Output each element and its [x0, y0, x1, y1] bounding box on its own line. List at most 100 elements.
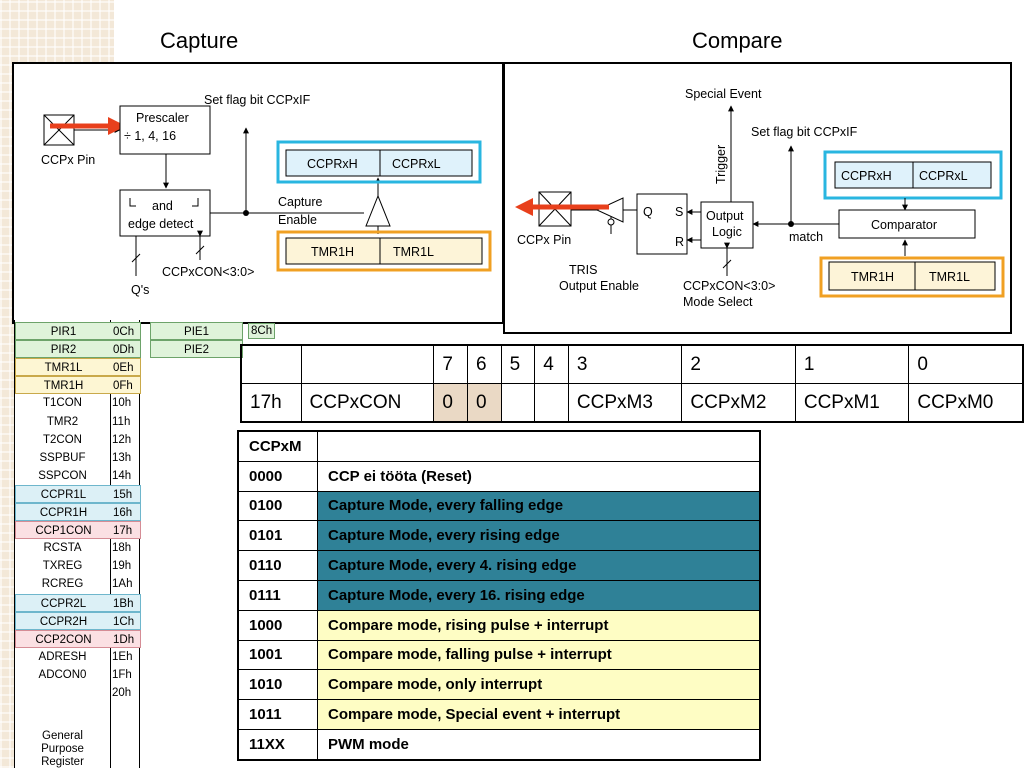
- register-row: CCP2CON 1Dh: [15, 629, 141, 648]
- compare-tmr1l: TMR1L: [929, 270, 970, 284]
- register-name: CCPR1H: [39, 507, 88, 519]
- bit-header-cell: 4: [534, 344, 569, 384]
- prescaler-ratio: ÷ 1, 4, 16: [124, 129, 176, 143]
- register-name: PIR1: [50, 326, 77, 338]
- pie1-address: 8Ch: [248, 323, 276, 339]
- qs-label: Q's: [131, 283, 149, 297]
- tris-label-1: TRIS: [569, 263, 597, 277]
- register-address: 11h: [112, 415, 131, 428]
- register-row: TMR2 11h: [15, 413, 141, 431]
- register-name: PIR2: [50, 344, 77, 357]
- register-address: 1Ah: [112, 578, 133, 591]
- register-name: CCPR1L: [40, 488, 87, 501]
- capture-set-flag-label: Set flag bit CCPxIF: [204, 93, 311, 107]
- register-row: RCREG 1Ah: [15, 575, 141, 593]
- compare-ccprxh: CCPRxH: [841, 169, 892, 183]
- register-address: 20h: [112, 687, 132, 699]
- register-address: 1Dh: [113, 633, 135, 646]
- mode-description: Compare mode, only interrupt: [317, 669, 761, 701]
- register-address: 0Dh: [113, 344, 135, 357]
- mode-code: 1001: [237, 639, 318, 671]
- pie1-register: PIE1: [150, 322, 243, 340]
- bit-value-cell: [534, 383, 569, 423]
- mode-description: CCP ei tööta (Reset): [317, 460, 761, 492]
- mode-description: Capture Mode, every falling edge: [317, 490, 761, 522]
- mode-header-code: CCPxM: [237, 430, 318, 462]
- bit-header-cell: 3: [567, 344, 683, 384]
- tris-label-2: Output Enable: [559, 279, 639, 293]
- bit-value-cell: CCPxM2: [681, 383, 796, 423]
- capture-tmr1l: TMR1L: [393, 245, 434, 259]
- edge-detect-label: edge detect: [128, 217, 194, 231]
- register-address: 13h: [112, 451, 132, 464]
- register-address: 1Eh: [112, 650, 133, 663]
- register-name: T1CON: [43, 397, 82, 410]
- output-logic-block: [700, 201, 754, 249]
- register-row: CCPR2H 1Ch: [15, 611, 141, 630]
- special-event-label: Special Event: [685, 87, 762, 101]
- mode-description: Capture Mode, every 16. rising edge: [317, 579, 761, 611]
- mode-code: 1010: [237, 669, 318, 701]
- mode-code: 0111: [237, 579, 318, 611]
- mode-code: 0110: [237, 550, 318, 581]
- register-name: TMR2: [46, 415, 79, 428]
- mode-description: PWM mode: [317, 728, 761, 761]
- bit-value-cell: CCPxM0: [908, 383, 1024, 423]
- bit-value-cell: 17h: [240, 383, 302, 423]
- mode-description: Compare mode, rising pulse + interrupt: [317, 609, 761, 641]
- bit-header-cell: [240, 344, 302, 384]
- comparator-label: Comparator: [871, 218, 937, 232]
- bit-value-cell: CCPxM1: [794, 383, 910, 423]
- compare-tmr-highlight: [819, 256, 1005, 298]
- register-name: T2CON: [43, 433, 82, 446]
- register-row: PIR2 0Dh: [15, 340, 141, 359]
- s-label: S: [675, 205, 683, 219]
- register-address: 1Ch: [113, 615, 135, 628]
- register-name: TMR1H: [43, 380, 84, 393]
- register-row: CCPR1L 15h: [15, 484, 141, 503]
- register-name: CCPR2H: [39, 615, 88, 628]
- capture-heading: Capture: [160, 28, 239, 53]
- bit-value-cell: 0: [466, 383, 502, 423]
- ccpr-highlight: [276, 140, 482, 184]
- capture-pin-label: CCPx Pin: [41, 153, 95, 167]
- buffer-icon: [365, 194, 391, 227]
- register-address: 15h: [113, 488, 133, 501]
- bit-value-cell: CCPxCON: [300, 383, 435, 423]
- register-name: CCP2CON: [35, 633, 92, 646]
- bit-header-cell: 7: [433, 344, 468, 384]
- mode-code: 0101: [237, 520, 318, 552]
- general-purpose-register-label: General Purpose Register: [41, 730, 84, 768]
- capture-tmr1h: TMR1H: [311, 245, 354, 259]
- bit-value-cell: CCPxM3: [567, 383, 683, 423]
- bit-header-cell: 0: [908, 344, 1024, 384]
- r-label: R: [675, 235, 684, 249]
- register-name: TMR1L: [44, 362, 83, 375]
- output-logic-label-2: Logic: [712, 225, 742, 239]
- register-address: 1Bh: [113, 597, 134, 610]
- capture-ccpxcon-label: CCPxCON<3:0>: [162, 265, 254, 279]
- capture-enable-label-1: Capture: [278, 195, 323, 209]
- register-name: RCREG: [41, 578, 84, 591]
- mode-description: Capture Mode, every rising edge: [317, 520, 761, 552]
- sr-latch-block: [636, 193, 688, 255]
- pie2-register: PIE2: [150, 340, 243, 358]
- compare-ccprxl: CCPRxL: [919, 169, 968, 183]
- comparator-block: [838, 209, 976, 239]
- compare-ccpr-highlight: [823, 150, 1003, 200]
